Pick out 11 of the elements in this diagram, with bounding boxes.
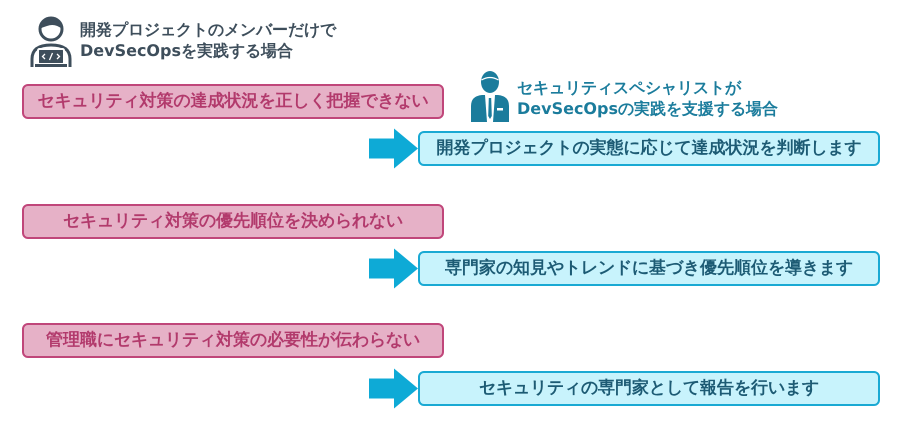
arrow (369, 368, 418, 408)
solution-box: 専門家の知見やトレンドに基づき優先順位を導きます (418, 251, 880, 286)
column-heading: 開発プロジェクトのメンバーだけでDevSecOpsを実践する場合 (80, 19, 338, 61)
problem-box: セキュリティ対策の達成状況を正しく把握できない (22, 84, 444, 119)
problem-box: セキュリティ対策の優先順位を決められない (22, 204, 444, 239)
column-heading: セキュリティスペシャリストがDevSecOpsの実践を支援する場合 (517, 77, 779, 119)
solution-box: セキュリティの専門家として報告を行います (418, 371, 880, 406)
solution-box: 開発プロジェクトの実態に応じて達成状況を判断します (418, 131, 880, 166)
problem-box: 管理職にセキュリティ対策の必要性が伝わらない (22, 323, 444, 358)
arrow (369, 128, 418, 168)
arrow (369, 248, 418, 288)
